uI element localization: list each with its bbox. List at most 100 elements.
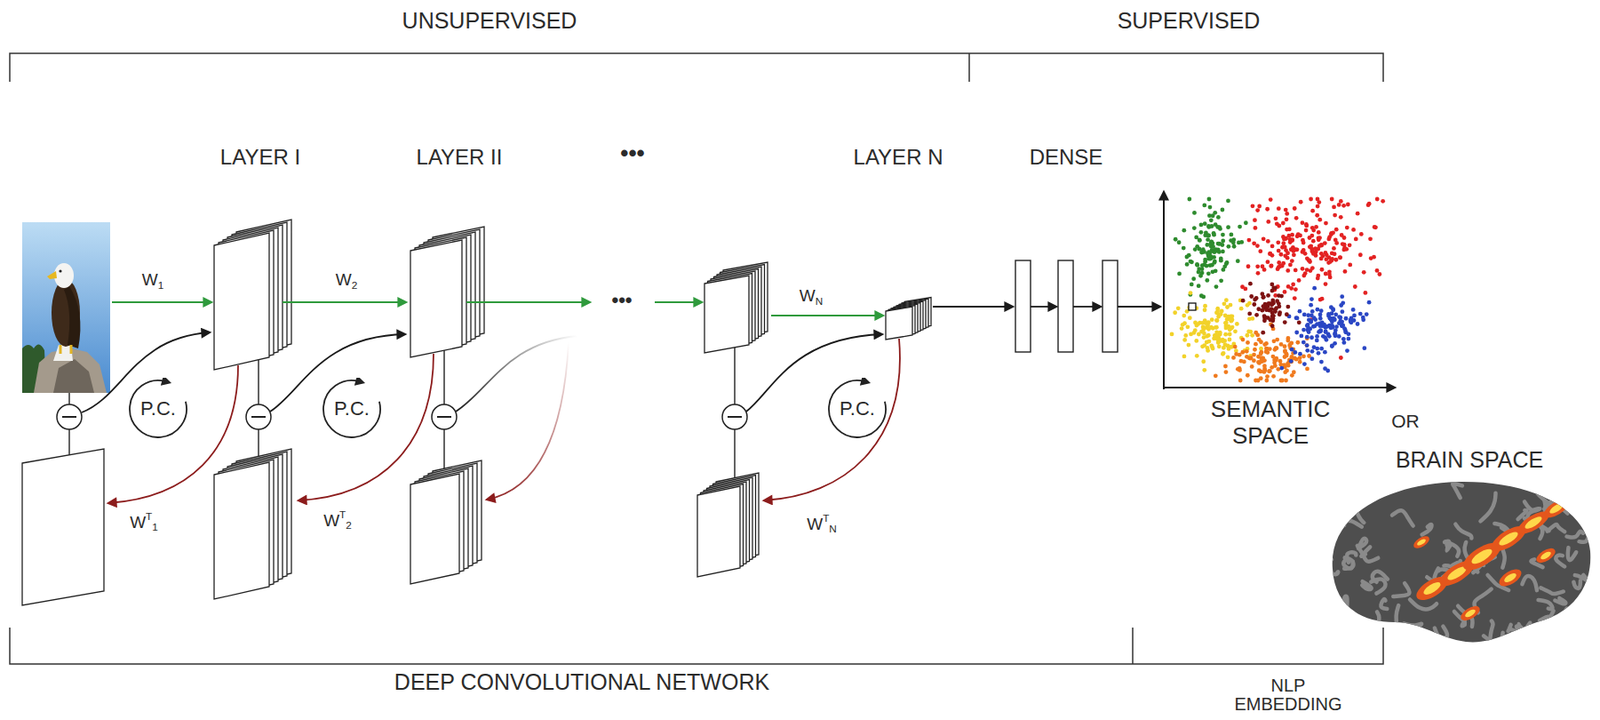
data-point <box>1251 352 1257 358</box>
data-point <box>1269 262 1274 268</box>
data-point <box>1301 273 1306 279</box>
data-point <box>1239 358 1244 364</box>
eagle-eye <box>58 269 62 272</box>
brain-gyrus <box>1501 632 1508 646</box>
data-point <box>1314 321 1320 327</box>
data-point <box>1318 329 1323 335</box>
data-point <box>1291 369 1297 375</box>
data-point <box>1207 197 1212 202</box>
data-point <box>1243 220 1249 225</box>
brain-gyrus <box>1403 622 1422 630</box>
data-point <box>1274 337 1280 343</box>
data-point <box>1364 311 1370 317</box>
data-point <box>1306 329 1312 335</box>
subtraction-circle <box>431 404 457 430</box>
data-point <box>1246 329 1251 335</box>
data-point <box>1297 319 1302 325</box>
brain-gyrus <box>1455 524 1472 539</box>
data-point <box>1337 254 1343 260</box>
point-cluster <box>1173 197 1249 300</box>
data-point <box>1289 354 1295 359</box>
data-point <box>1292 295 1298 301</box>
data-point <box>1377 271 1382 277</box>
data-point <box>1333 311 1338 317</box>
dense-layer <box>1102 260 1118 352</box>
data-point <box>1235 258 1241 263</box>
data-point <box>1249 294 1254 299</box>
point-cluster <box>1279 286 1371 374</box>
brain-gyrus <box>1327 571 1339 575</box>
data-point <box>1258 358 1264 364</box>
data-point <box>1318 327 1323 333</box>
brain-illustration <box>1320 477 1600 653</box>
data-point <box>1217 343 1222 349</box>
sample-marker <box>1188 302 1196 311</box>
data-point <box>1345 348 1350 353</box>
data-point <box>1321 322 1327 327</box>
data-point <box>1253 342 1258 347</box>
data-point <box>1220 238 1226 244</box>
data-point <box>1177 239 1182 245</box>
data-point <box>1307 235 1313 240</box>
data-point <box>1321 334 1326 339</box>
feature-map-sheet <box>697 485 741 577</box>
data-point <box>1257 248 1263 254</box>
data-point <box>1337 334 1342 339</box>
data-point <box>1308 197 1314 202</box>
dense-arrow <box>1073 305 1101 308</box>
data-point <box>1254 295 1259 301</box>
data-point <box>1202 232 1208 238</box>
data-point <box>1218 256 1224 262</box>
subtraction-symbol <box>431 404 457 430</box>
data-point <box>1285 338 1290 343</box>
data-point <box>1297 278 1302 283</box>
data-point <box>1341 340 1346 345</box>
data-point <box>1219 309 1225 314</box>
data-point <box>1331 205 1337 210</box>
weight-label: WT2 <box>323 508 352 532</box>
brain-gyrus <box>1521 628 1531 644</box>
brain-gyrus <box>1332 477 1346 486</box>
data-point <box>1282 354 1288 359</box>
data-point <box>1330 230 1336 235</box>
data-point <box>1338 214 1344 220</box>
data-point <box>1305 366 1310 372</box>
data-point <box>1288 237 1293 242</box>
weight-label: W2 <box>335 270 358 291</box>
feedback-weight-curve <box>108 365 239 503</box>
brain-gyrus <box>1445 541 1459 556</box>
brain-gyrus <box>1480 493 1496 522</box>
data-point <box>1265 219 1271 224</box>
weight-label: W1 <box>142 270 164 291</box>
label-box: W1 <box>142 270 164 291</box>
data-point <box>1262 363 1267 368</box>
point-cluster <box>1241 281 1302 335</box>
data-point <box>1204 278 1210 283</box>
data-point <box>1265 374 1270 379</box>
data-point <box>1281 240 1286 246</box>
symbol-subscript: 1 <box>151 520 159 533</box>
data-point <box>1293 246 1298 252</box>
data-point <box>1339 309 1345 314</box>
data-point <box>1269 306 1274 311</box>
point-cluster <box>1213 321 1312 383</box>
data-point <box>1338 199 1344 204</box>
data-point <box>1333 238 1338 243</box>
data-point <box>1277 310 1282 315</box>
data-point <box>1305 267 1310 272</box>
data-point <box>1279 366 1284 371</box>
data-point <box>1301 240 1306 246</box>
subtraction-symbol <box>246 404 271 430</box>
data-point <box>1274 345 1280 351</box>
data-point <box>1334 227 1339 232</box>
data-point <box>1215 309 1220 314</box>
pc-cycle-node: P.C. <box>320 377 383 440</box>
data-point <box>1227 317 1233 322</box>
label-box: LAYER I <box>220 144 301 170</box>
data-point <box>1247 355 1252 360</box>
label-box: WT1 <box>129 509 159 534</box>
data-point <box>1265 259 1271 264</box>
minus-sign <box>251 415 266 418</box>
data-point <box>1201 203 1207 208</box>
data-point <box>1268 263 1274 269</box>
